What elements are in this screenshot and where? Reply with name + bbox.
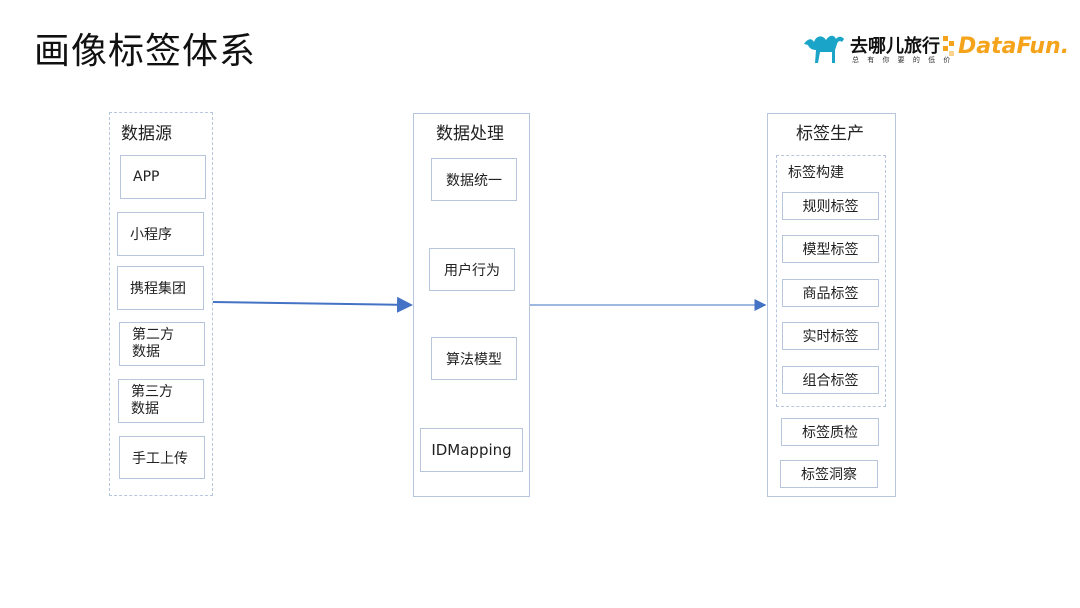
source-third-party: 第三方 数据 [118,379,204,423]
datafun-logo-text: DataFun. [958,34,1070,59]
process-idmapping: IDMapping [420,428,523,472]
camel-logo-icon [804,35,844,63]
tag-build-group [776,155,886,407]
tag-rule: 规则标签 [782,192,879,220]
tag-build-title: 标签构建 [788,165,844,181]
source-ctrip-group: 携程集团 [117,266,204,310]
data-processing-title: 数据处理 [436,124,504,144]
tag-product: 商品标签 [782,279,879,307]
tag-model: 模型标签 [782,235,879,263]
source-third-party-label: 第三方 数据 [131,384,173,417]
tag-realtime: 实时标签 [782,322,879,350]
process-data-unify: 数据统一 [431,158,517,201]
process-user-behavior: 用户行为 [429,248,515,291]
datafun-mark-icon [943,36,954,56]
source-second-party-label: 第二方 数据 [132,327,174,360]
page-title: 画像标签体系 [34,31,257,72]
tag-insight: 标签洞察 [780,460,878,488]
tag-production-title: 标签生产 [796,124,864,144]
arrow-sources-to-processing [212,296,413,313]
data-sources-title: 数据源 [121,124,172,144]
tag-combination: 组合标签 [782,366,879,394]
qunar-slogan: 总 有 你 要 的 低 价 [852,56,954,64]
qunar-logo-text: 去哪儿旅行 [850,36,940,57]
logo-area: 去哪儿旅行 总 有 你 要 的 低 价 DataFun. [800,28,1070,68]
process-algorithm-model: 算法模型 [431,337,517,380]
source-second-party: 第二方 数据 [119,322,205,366]
source-manual-upload: 手工上传 [119,436,205,479]
tag-quality-check: 标签质检 [781,418,879,446]
source-app: APP [120,155,206,199]
source-mini-program: 小程序 [117,212,204,256]
